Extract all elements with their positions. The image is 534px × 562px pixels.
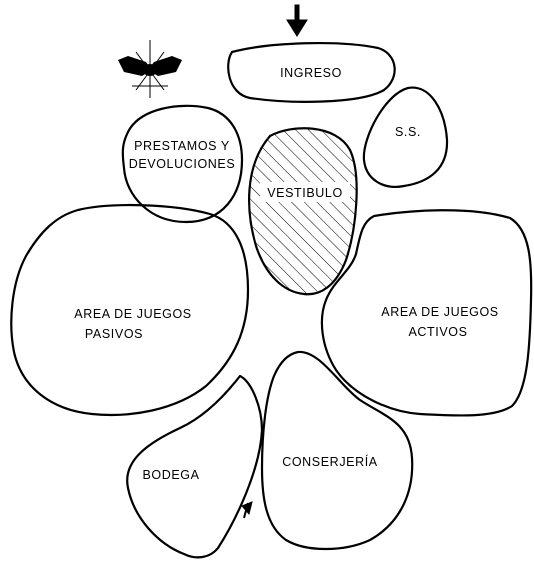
bodega-zone: [126, 374, 264, 559]
ingreso-label: INGRESO: [280, 66, 342, 80]
ss-label: S.S.: [395, 125, 421, 139]
prestamos-label-line2: DEVOLUCIONES: [129, 157, 236, 171]
conserjeria-zone: [260, 350, 414, 551]
ingreso-zone: [227, 41, 396, 103]
vestibulo-zone: [248, 127, 358, 296]
bodega-label: BODEGA: [142, 468, 199, 482]
prestamos-label-line1: PRESTAMOS Y: [134, 139, 230, 153]
area-activos-label-line2: ACTIVOS: [408, 325, 467, 339]
prestamos-zone: [121, 104, 244, 224]
area-pasivos-label-line1: AREA DE JUEGOS: [74, 307, 191, 321]
entry-arrow-icon: [286, 4, 308, 37]
area-activos-zone: [320, 209, 533, 417]
area-pasivos-label-line2: PASIVOS: [85, 327, 143, 341]
ss-zone: [362, 86, 449, 188]
vestibulo-label: VESTIBULO: [267, 186, 343, 200]
handshake-icon: [118, 40, 182, 98]
area-pasivos-zone: [10, 203, 250, 417]
service-entry-arrow-icon: [241, 501, 253, 519]
conserjeria-label: CONSERJERÍA: [282, 454, 378, 469]
area-activos-label-line1: AREA DE JUEGOS: [381, 305, 498, 319]
